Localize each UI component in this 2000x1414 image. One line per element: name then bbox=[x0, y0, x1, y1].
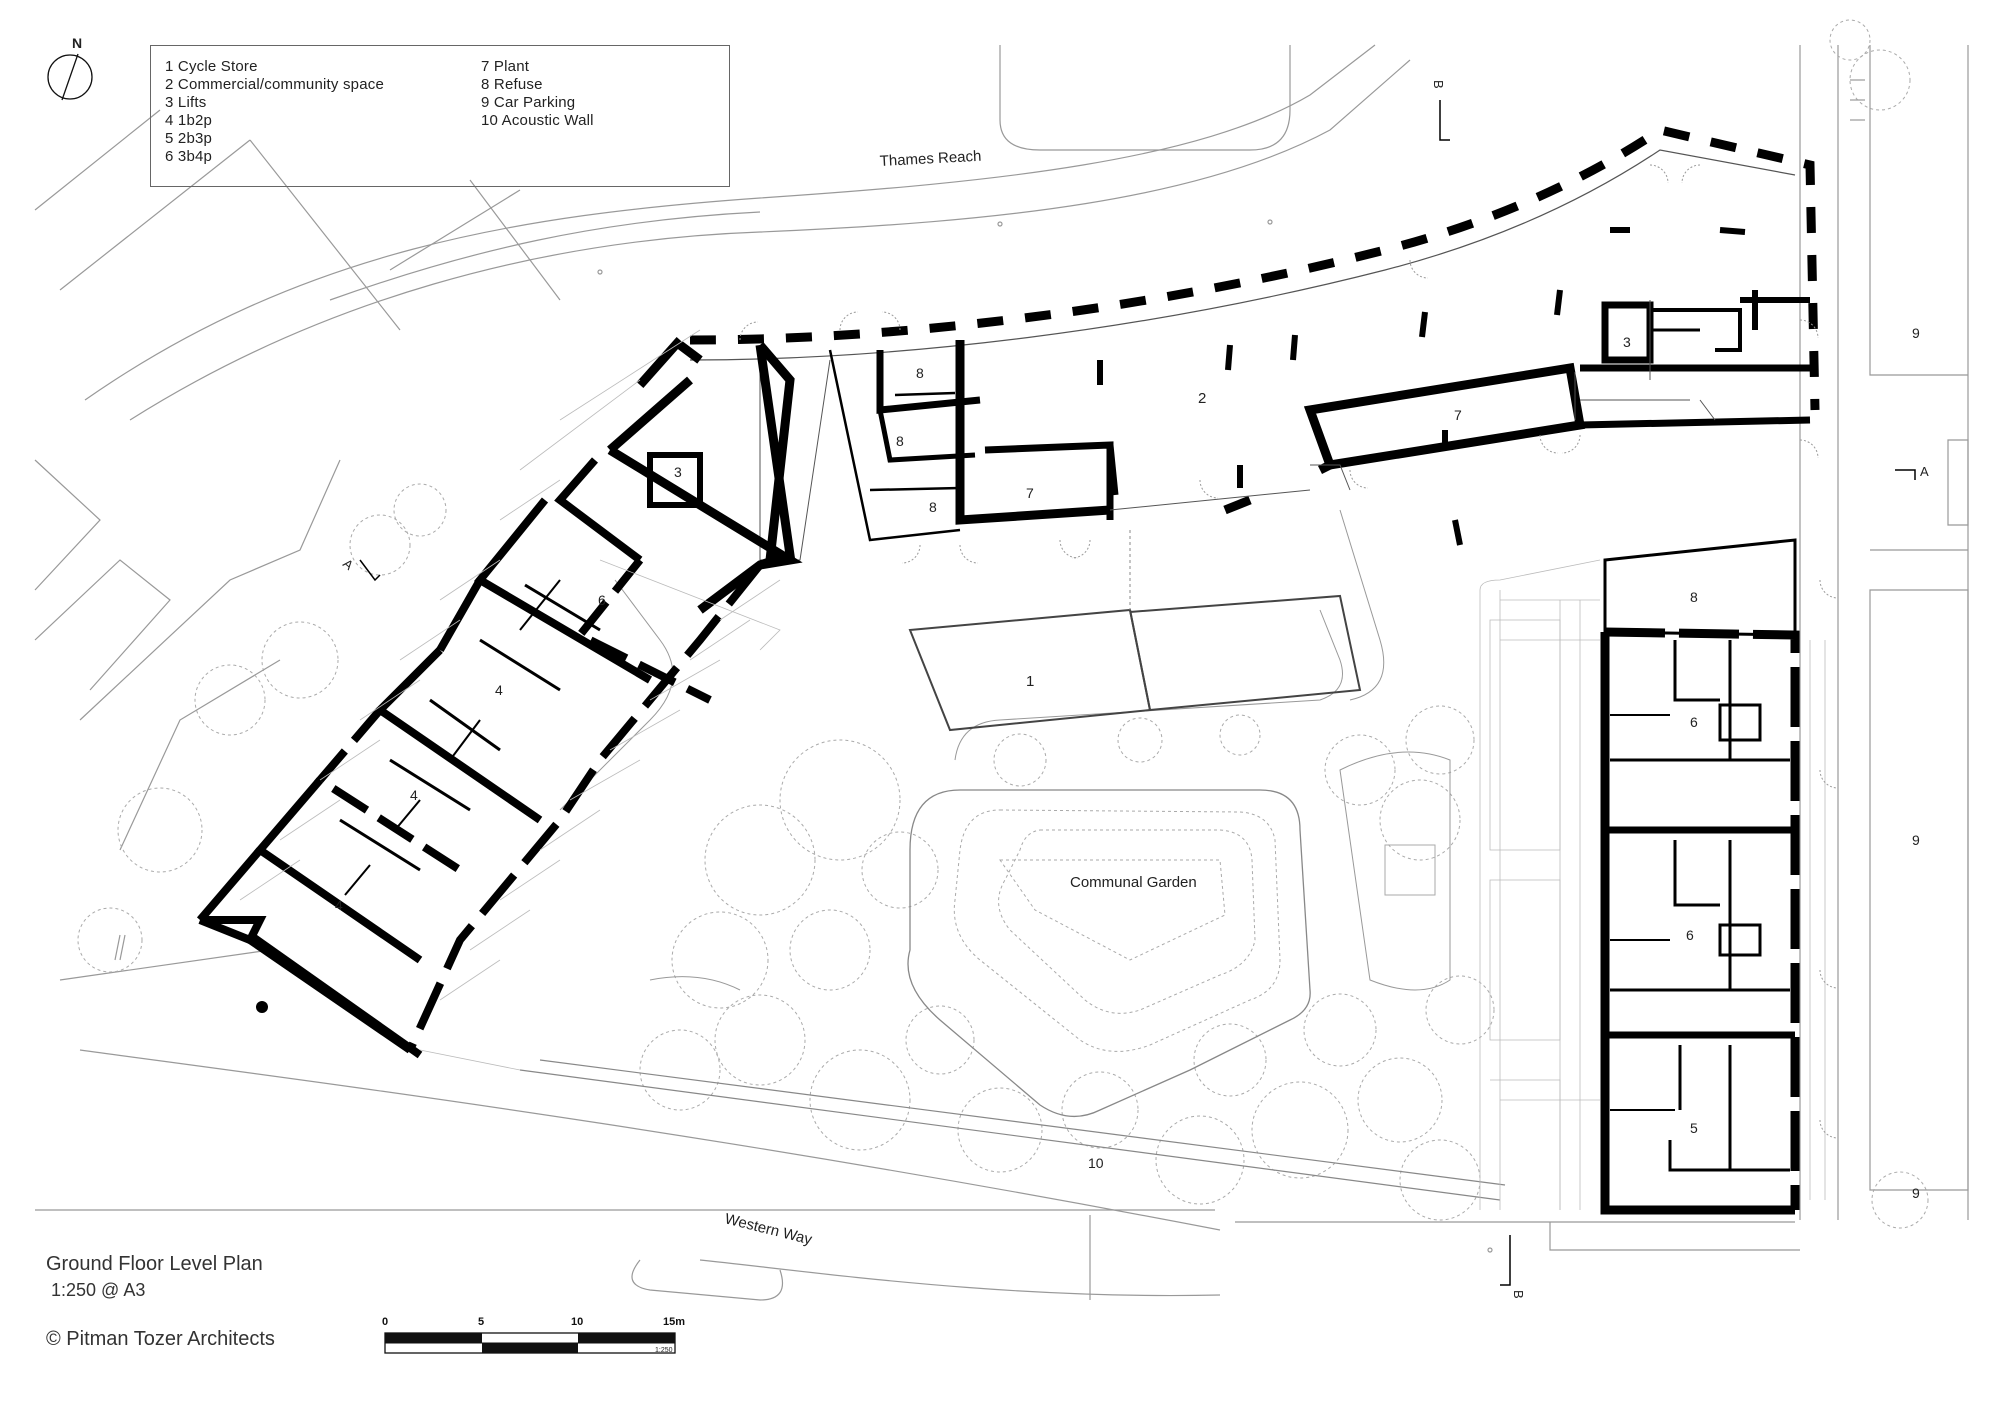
landscape-planting bbox=[77, 19, 1929, 1229]
legend-item: 10 Acoustic Wall bbox=[481, 112, 594, 129]
room-number-cycle-store: 1 bbox=[1026, 673, 1034, 690]
scale-tick-label: 15m bbox=[663, 1316, 686, 1328]
room-number-unit-6-east-a: 6 bbox=[1690, 714, 1698, 730]
scale-bar bbox=[384, 1332, 676, 1354]
room-number-parking-b: 9 bbox=[1912, 832, 1920, 848]
legend-item: 7 Plant bbox=[481, 58, 530, 75]
legend-item: 1 Cycle Store bbox=[165, 58, 258, 75]
room-number-plant-mid: 7 bbox=[1026, 485, 1034, 501]
site-markers bbox=[114, 79, 1865, 1253]
legend-item: 8 Refuse bbox=[481, 76, 543, 93]
room-number-refuse-c: 8 bbox=[929, 499, 937, 515]
street-label-western-way: Western Way bbox=[723, 1210, 814, 1248]
space-label-communal-garden: Communal Garden bbox=[1070, 874, 1197, 891]
copyright-notice: © Pitman Tozer Architects bbox=[46, 1328, 275, 1350]
room-number-unit-4-c: 4 bbox=[335, 897, 343, 913]
room-number-plant-north: 7 bbox=[1454, 407, 1462, 423]
legend-item: 9 Car Parking bbox=[481, 94, 576, 111]
legend: 1 Cycle Store 2 Commercial/community spa… bbox=[150, 45, 730, 187]
legend-column-2: 7 Plant 8 Refuse 9 Car Parking 10 Acoust… bbox=[481, 58, 594, 130]
room-number-refuse-a: 8 bbox=[916, 365, 924, 381]
legend-item: 3 Lifts bbox=[165, 94, 207, 111]
room-number-parking-a: 9 bbox=[1912, 325, 1920, 341]
street-label-thames-reach: Thames Reach bbox=[879, 148, 981, 170]
room-number-refuse-b: 8 bbox=[896, 433, 904, 449]
west-block-paving bbox=[239, 329, 781, 1071]
north-arrow-icon bbox=[47, 53, 93, 101]
drawing-title: Ground Floor Level Plan bbox=[46, 1253, 263, 1275]
room-number-lift-east: 3 bbox=[1623, 334, 1631, 350]
room-number-unit-4-a: 4 bbox=[495, 682, 503, 698]
room-number-unit-5: 5 bbox=[1690, 1120, 1698, 1136]
room-number-commercial: 2 bbox=[1198, 390, 1206, 407]
legend-item: 4 1b2p bbox=[165, 112, 213, 129]
drawing-scale: 1:250 @ A3 bbox=[51, 1280, 146, 1300]
section-mark-a-right: A bbox=[1920, 464, 1929, 479]
room-number-unit-6-west: 6 bbox=[598, 592, 606, 608]
room-number-unit-6-east-b: 6 bbox=[1686, 927, 1694, 943]
east-block bbox=[1600, 538, 1800, 1215]
lamp-post-marker bbox=[256, 1001, 268, 1013]
communal-garden-outline bbox=[519, 509, 1506, 1201]
room-number-parking-c: 9 bbox=[1912, 1185, 1920, 1201]
legend-item: 6 3b4p bbox=[165, 148, 213, 165]
legend-item: 5 2b3p bbox=[165, 130, 213, 147]
site-context bbox=[34, 44, 1969, 1301]
east-block-paving bbox=[1479, 559, 1826, 1210]
drawing-title-block: Ground Floor Level Plan 1:250 @ A3 bbox=[46, 1253, 263, 1301]
scale-bar-ratio: 1:250 bbox=[655, 1347, 673, 1354]
north-block bbox=[677, 125, 1820, 565]
scale-tick-label: 5 bbox=[478, 1316, 485, 1328]
scale-tick-label: 0 bbox=[382, 1316, 389, 1328]
room-number-refuse-east: 8 bbox=[1690, 589, 1698, 605]
north-label: N bbox=[72, 35, 82, 51]
cycle-store bbox=[908, 530, 1362, 732]
legend-item: 2 Commercial/community space bbox=[165, 76, 384, 93]
room-number-unit-4-b: 4 bbox=[410, 787, 418, 803]
scale-tick-label: 10 bbox=[571, 1316, 584, 1328]
legend-column-1: 1 Cycle Store 2 Commercial/community spa… bbox=[165, 58, 384, 166]
door-swings bbox=[739, 164, 1839, 1139]
label-acoustic-wall: 10 bbox=[1088, 1155, 1104, 1171]
section-markers bbox=[359, 100, 1916, 1286]
room-number-lift-west: 3 bbox=[674, 464, 682, 480]
section-mark-b-top: B bbox=[1431, 80, 1446, 89]
section-mark-a-left: A bbox=[340, 556, 357, 573]
section-mark-b-bottom: B bbox=[1511, 1290, 1526, 1299]
